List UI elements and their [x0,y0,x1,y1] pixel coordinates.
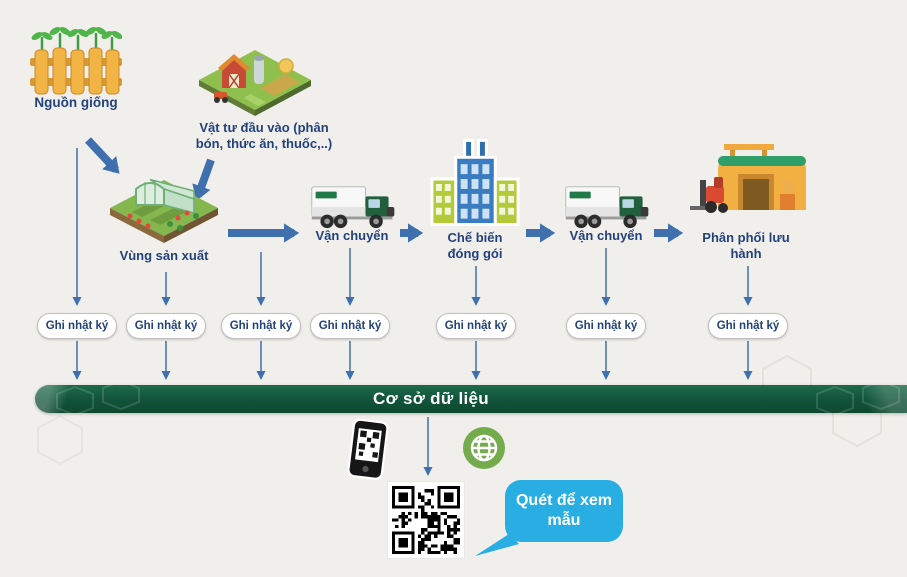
database-bar: Cơ sở dữ liệu [35,385,907,413]
log-button[interactable]: Ghi nhật ký [221,313,301,339]
stage-label-van-chuyen-1: Vận chuyển [315,228,389,243]
scan-bubble-button[interactable]: Quét để xem mẫu [475,480,623,556]
greenhouse-icon [108,158,220,250]
log-button[interactable]: Ghi nhật ký [708,313,788,339]
database-bar-label: Cơ sở dữ liệu [373,389,489,408]
log-button[interactable]: Ghi nhật ký [436,313,516,339]
truck-icon [564,182,652,230]
scan-bubble-label: Quét để xem mẫu [515,492,613,529]
log-button[interactable]: Ghi nhật ký [126,313,206,339]
bubble-tail [475,534,519,556]
log-button[interactable]: Ghi nhật ký [37,313,117,339]
globe-icon [462,426,506,470]
stage-label-van-chuyen-2: Vận chuyển [569,228,643,243]
farm-icon [198,36,313,118]
background-hexagon-decor [37,414,83,466]
stage-label-phan-phoi-luu-hanh: Phân phối lưu hành [702,230,790,262]
warehouse-forklift-icon [688,140,806,226]
stage-label-che-bien-dong-goi: Chế biến đóng gói [447,230,503,262]
stage-label-nguon-giong: Nguồn giống [34,95,118,110]
seedling-fence-icon [30,20,122,96]
log-button[interactable]: Ghi nhật ký [310,313,390,339]
stage-label-vung-san-xuat: Vùng sản xuất [119,248,209,263]
truck-icon [310,182,398,230]
qr-code [388,482,464,558]
stage-label-vat-tu-dau-vao: Vật tư đầu vào (phân bón, thức ăn, thuốc… [195,120,333,152]
factory-icon [428,136,522,230]
database-bar-hex-decor [56,385,900,413]
log-button[interactable]: Ghi nhật ký [566,313,646,339]
smartphone-qr-icon [345,418,394,481]
